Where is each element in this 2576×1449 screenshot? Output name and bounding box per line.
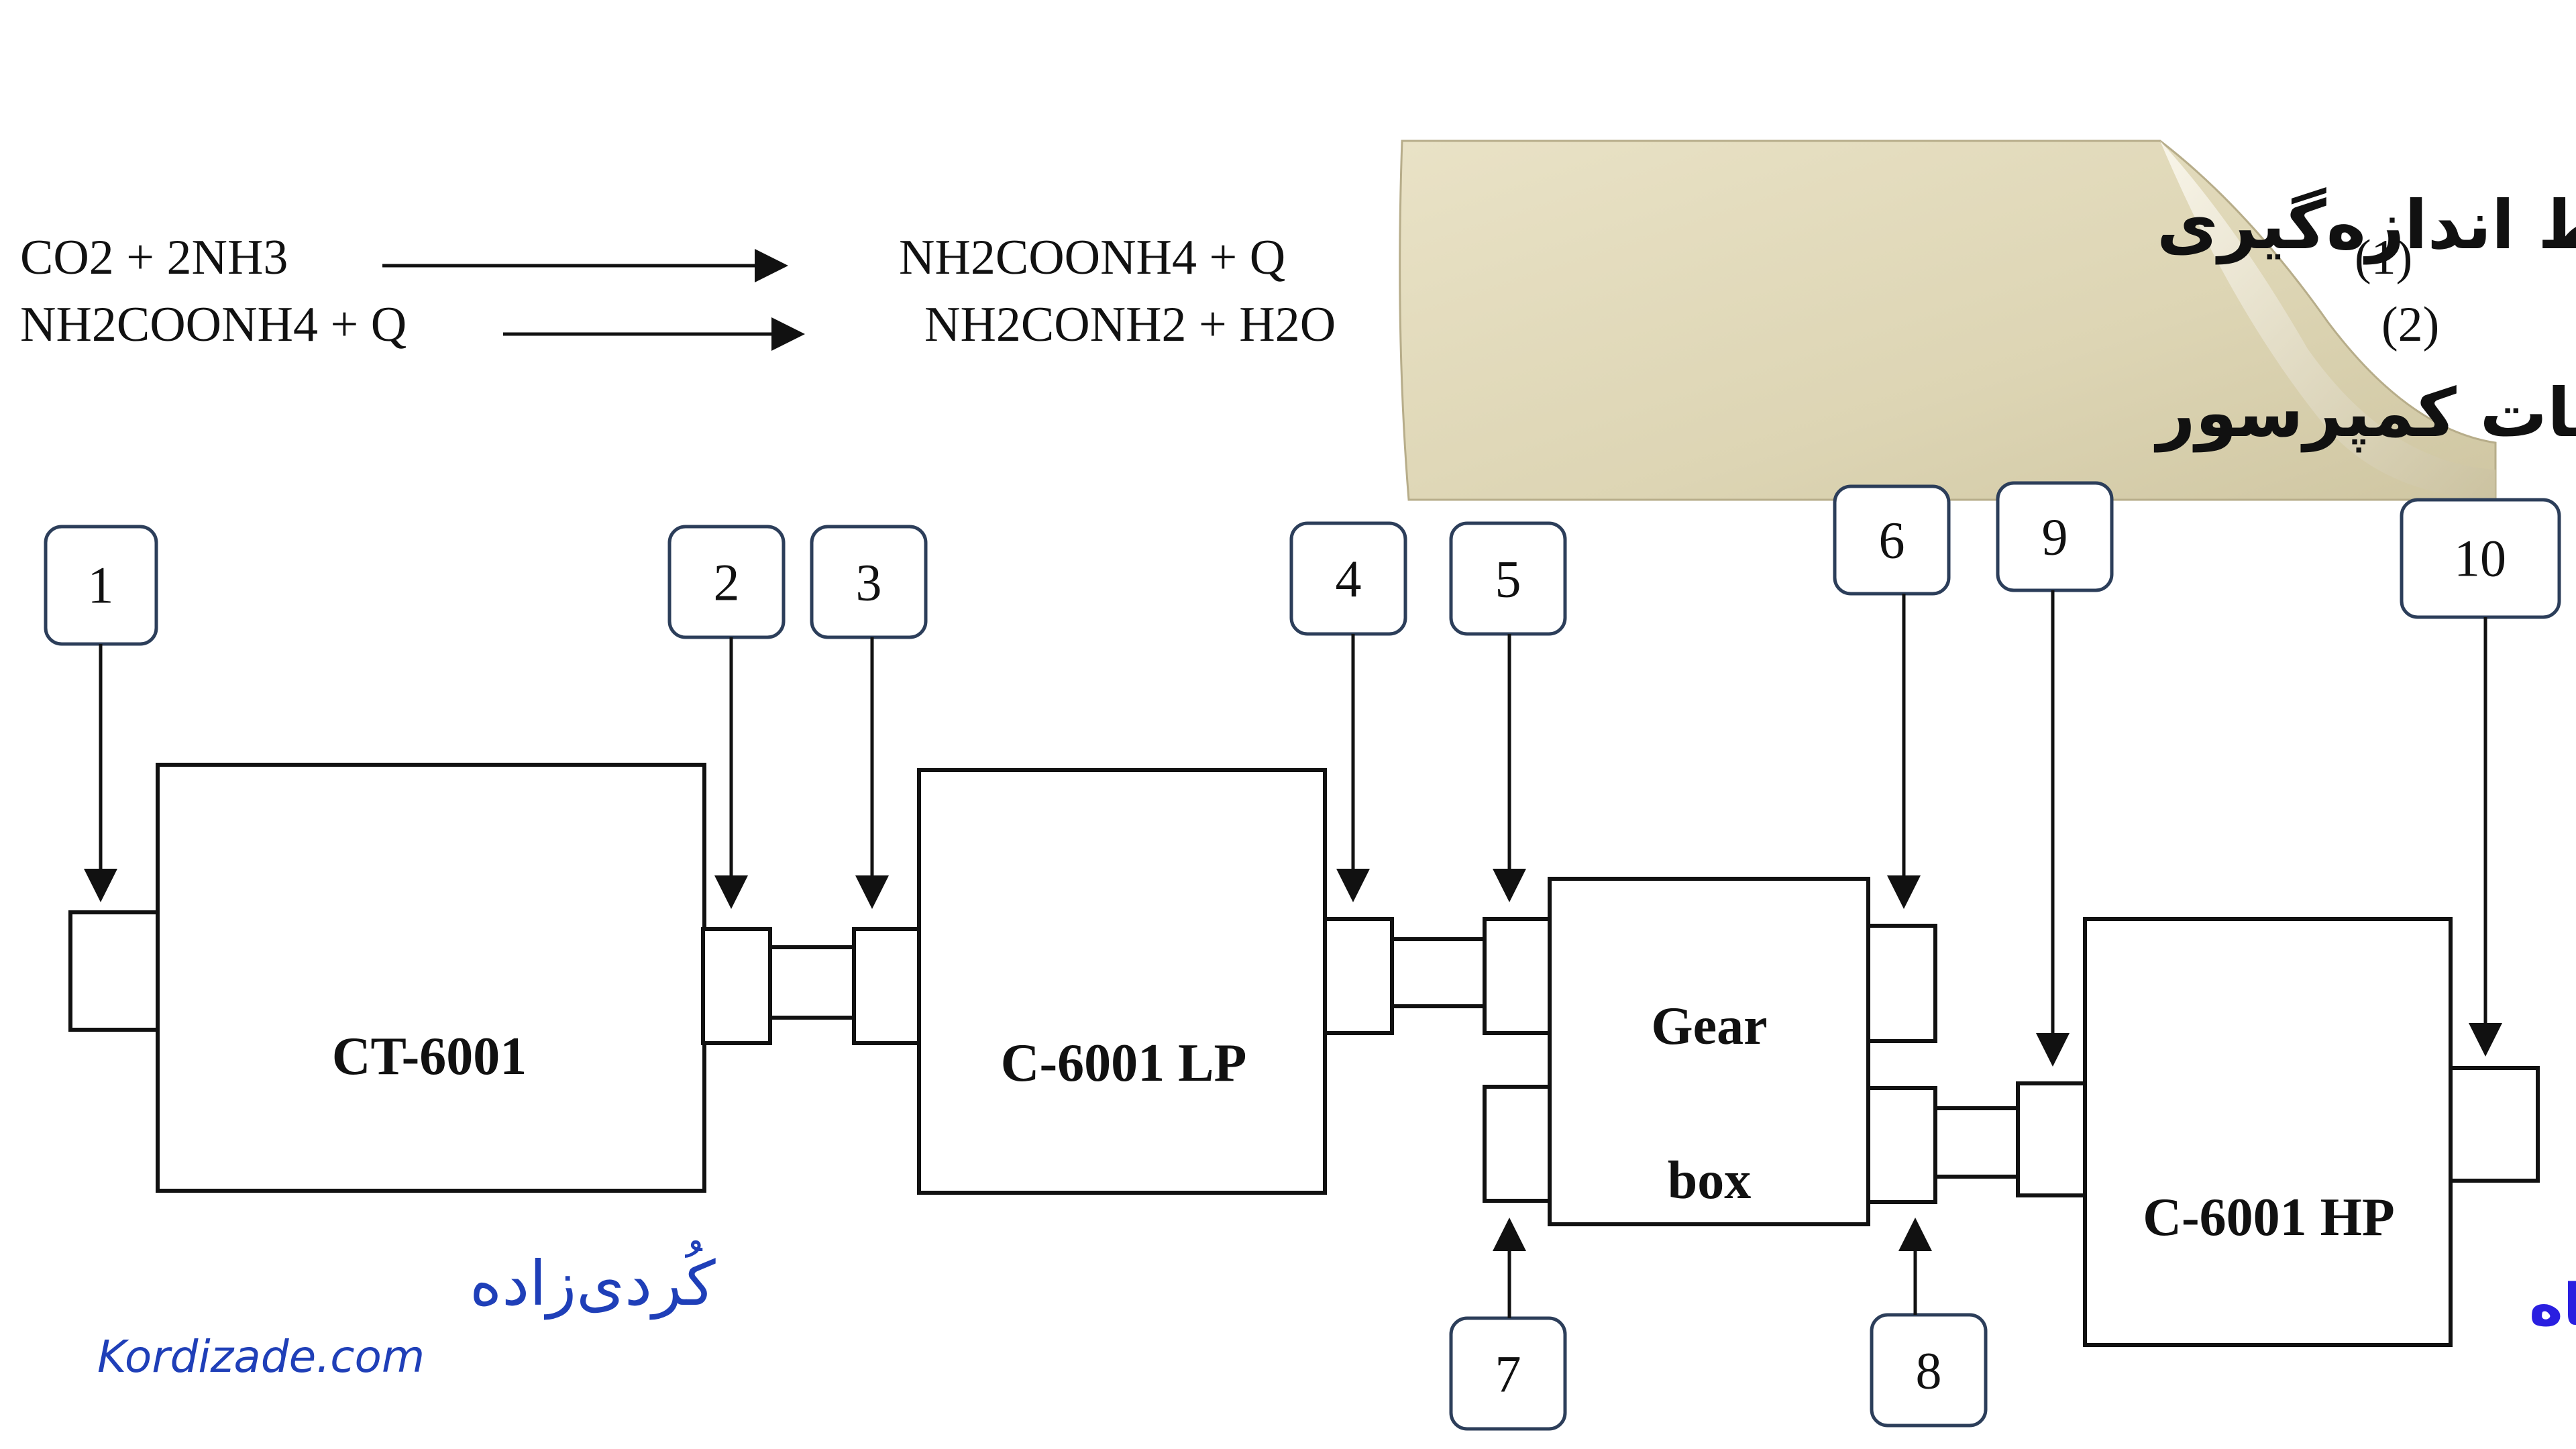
lp-left-bearing [852, 927, 923, 1045]
machine-gearbox: Gear box [1483, 877, 1937, 1226]
point-label-2: 2 [714, 553, 740, 612]
ct-label: CT-6001 [332, 1027, 527, 1086]
point-label-6: 6 [1879, 511, 1905, 570]
coupling-ct-lp [768, 945, 856, 1020]
coupling-gear-hp [1933, 1106, 2021, 1179]
eq2-right: NH2CONH2 + H2O [924, 297, 1336, 352]
point-tag-9 [1996, 481, 2114, 592]
coupling-lp-gear [1390, 937, 1487, 1008]
lp-label: C-6001 LP [1001, 1034, 1247, 1093]
point-label-10: 10 [2454, 529, 2506, 588]
watermarks: کُردی‌زاده Kordizade.com وب‌سایت آموزشی … [97, 1240, 2576, 1383]
gear-body [1548, 877, 1870, 1226]
point-label-7: 7 [1495, 1345, 1521, 1403]
ct-left-bearing [68, 910, 163, 1032]
eq1-left: CO2 + 2NH3 [20, 230, 288, 285]
eq2-number: (2) [2381, 297, 2439, 352]
eq1-number: (1) [2355, 230, 2412, 285]
note-title-line1: نقاط اندازه‌گیری [2157, 186, 2576, 265]
point-label-1: 1 [88, 556, 114, 614]
eq2-left: NH2COONH4 + Q [20, 297, 407, 352]
hp-left-bearing [2016, 1081, 2088, 1197]
lp-body [917, 768, 1327, 1195]
point-tag-8 [1870, 1313, 1988, 1428]
hp-body [2083, 917, 2453, 1347]
ct-right-bearing [701, 927, 772, 1045]
site-fa-watermark: وب‌سایت آموزشی نیروگاه [2529, 1270, 2576, 1339]
hp-right-bearing [2449, 1066, 2540, 1183]
ct-body [156, 763, 706, 1193]
gear-bearing-7 [1483, 1085, 1554, 1203]
point-tag-10 [2400, 498, 2561, 619]
lp-right-bearing [1323, 917, 1394, 1035]
gear-bearing-8 [1866, 1086, 1937, 1204]
brand-en-watermark: Kordizade.com [97, 1331, 425, 1383]
gear-label-line1: Gear [1651, 997, 1767, 1056]
title-note: نقاط اندازه‌گیری ارتعاشات کمپرسور [1399, 140, 2576, 501]
point-tag-3 [810, 525, 928, 639]
gear-bearing-6 [1866, 924, 1937, 1043]
equations: CO2 + 2NH3 NH2COONH4 + Q (1) NH2COONH4 +… [20, 230, 2439, 352]
machine-hp: C-6001 HP [2016, 917, 2540, 1347]
gear-label-line2: box [1668, 1151, 1752, 1210]
point-tag-4 [1289, 521, 1407, 636]
machine-ct6001: CT-6001 [68, 763, 772, 1193]
eq1-right: NH2COONH4 + Q [899, 230, 1285, 285]
point-label-8: 8 [1916, 1342, 1942, 1400]
gear-bearing-5 [1483, 917, 1554, 1035]
point-label-3: 3 [856, 553, 882, 612]
point-tag-2 [667, 525, 786, 639]
hp-label: C-6001 HP [2143, 1188, 2395, 1247]
measurement-points: 1 2 3 4 5 6 9 10 7 8 [44, 481, 2561, 1431]
point-label-9: 9 [2042, 508, 2068, 566]
point-label-4: 4 [1336, 550, 1362, 608]
machine-lp: C-6001 LP [852, 768, 1394, 1195]
point-label-5: 5 [1495, 550, 1521, 608]
note-title-line2: ارتعاشات کمپرسور [2153, 374, 2576, 453]
brand-fa-watermark: کُردی‌زاده [470, 1240, 716, 1320]
point-tag-6 [1833, 484, 1951, 596]
